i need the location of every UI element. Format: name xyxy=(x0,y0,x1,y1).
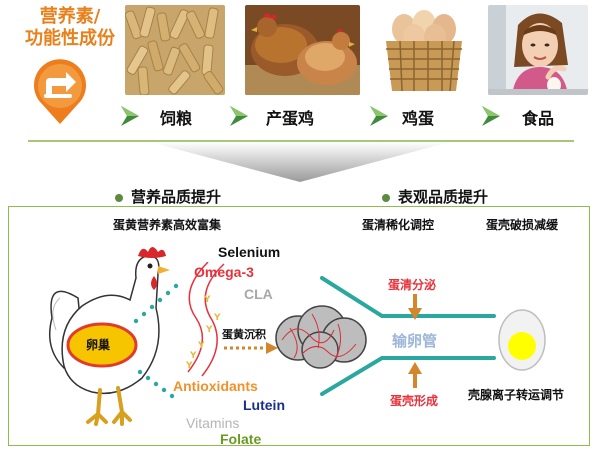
forward-arrow-icon xyxy=(34,59,87,124)
header-title: 营养素/ 功能性成份 xyxy=(4,6,136,50)
chain-item-food: 食品 xyxy=(522,109,555,128)
section-title-appearance: 表观品质提升 xyxy=(382,186,488,207)
svg-text:Y: Y xyxy=(205,325,213,335)
oviduct-label: 输卵管 xyxy=(392,332,438,350)
nutrient-antioxidants: Antioxidants xyxy=(173,378,258,394)
chain-item-laying-hen: 产蛋鸡 xyxy=(266,109,315,128)
ion-transport-label: 壳腺离子转运调节 xyxy=(468,388,565,402)
chevron-right-icon xyxy=(230,106,248,126)
shell-formation-label: 蛋壳形成 xyxy=(390,394,439,408)
teal-dotted-lines xyxy=(133,283,179,399)
bullet-dot xyxy=(115,193,123,202)
section-title-nutrition: 营养品质提升 xyxy=(115,186,221,207)
ovary-label: 卵巢 xyxy=(86,338,111,352)
section-divider xyxy=(28,140,574,142)
header-title-line1: 营养素/ xyxy=(39,6,101,27)
nutrient-selenium: Selenium xyxy=(218,244,281,260)
nutrient-lutein: Lutein xyxy=(243,397,285,413)
shell-breakage-title: 蛋壳破损减缓 xyxy=(486,218,559,232)
nutrient-vitamins: Vitamins xyxy=(186,415,240,431)
egg-basket-image xyxy=(378,5,470,95)
chevron-right-icon xyxy=(482,106,500,126)
chevron-right-icon xyxy=(370,106,388,126)
svg-text:Y: Y xyxy=(189,351,197,361)
svg-text:Y: Y xyxy=(197,341,205,351)
arrow-down-icon xyxy=(408,294,422,320)
oviduct-diagram xyxy=(320,276,496,396)
svg-text:Y: Y xyxy=(213,313,221,323)
header-title-line2: 功能性成份 xyxy=(25,28,115,49)
albumen-thinning-title: 蛋清稀化调控 xyxy=(362,218,435,232)
laying-hens-image xyxy=(245,5,360,95)
follicle-cluster xyxy=(275,305,367,369)
quality-panel xyxy=(8,206,590,446)
nutrient-flow-lines: YYY YYY xyxy=(185,262,225,377)
albumen-secretion-label: 蛋清分泌 xyxy=(388,278,437,292)
nutrient-cla: CLA xyxy=(244,286,273,302)
child-eating-egg-image xyxy=(488,5,588,95)
yolk-deposition-label: 蛋黄沉积 xyxy=(222,328,266,341)
chain-item-egg: 鸡蛋 xyxy=(402,109,435,128)
feed-pellets-image xyxy=(125,5,225,95)
bullet-dot xyxy=(382,193,390,202)
svg-text:Y: Y xyxy=(185,361,193,371)
nutrient-folate: Folate xyxy=(220,431,262,447)
chain-item-feed: 饲粮 xyxy=(160,109,193,128)
funnel-shape xyxy=(150,142,450,182)
egg-icon xyxy=(498,309,546,371)
arrow-up-icon xyxy=(408,362,422,388)
chevron-right-icon xyxy=(121,106,139,126)
yolk-enrichment-title: 蛋黄营养素高效富集 xyxy=(113,218,222,232)
svg-text:Y: Y xyxy=(203,295,211,305)
dotted-arrow-icon xyxy=(224,342,278,354)
nutrient-omega3: Omega-3 xyxy=(194,264,254,280)
ovary-shape xyxy=(66,322,138,368)
